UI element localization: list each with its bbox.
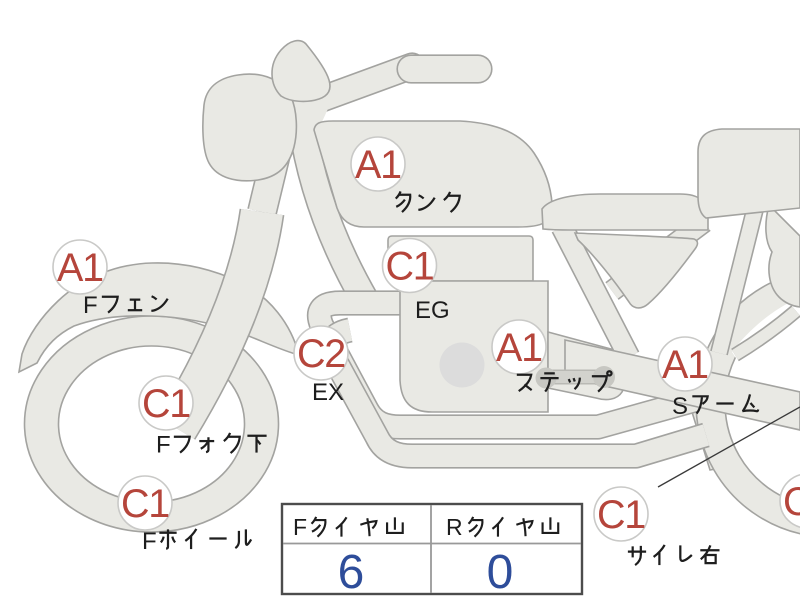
- svg-text:A1: A1: [355, 143, 401, 187]
- svg-text:EX: EX: [312, 379, 344, 406]
- svg-text:R: R: [446, 514, 463, 540]
- svg-text:C1: C1: [121, 482, 169, 526]
- svg-text:A1: A1: [496, 326, 542, 370]
- svg-text:C1: C1: [783, 480, 800, 524]
- svg-text:C1: C1: [142, 382, 190, 426]
- svg-text:F: F: [293, 514, 307, 540]
- svg-text:0: 0: [487, 546, 514, 599]
- svg-text:C2: C2: [297, 332, 345, 376]
- svg-text:A1: A1: [57, 246, 103, 290]
- svg-text:F: F: [142, 528, 157, 555]
- svg-text:EG: EG: [415, 297, 450, 324]
- svg-text:F: F: [83, 292, 98, 319]
- svg-text:6: 6: [338, 546, 365, 599]
- svg-text:C1: C1: [385, 245, 433, 289]
- svg-text:F: F: [156, 432, 171, 459]
- svg-text:S: S: [672, 393, 688, 420]
- svg-text:C1: C1: [597, 493, 645, 537]
- svg-text:A1: A1: [662, 343, 708, 387]
